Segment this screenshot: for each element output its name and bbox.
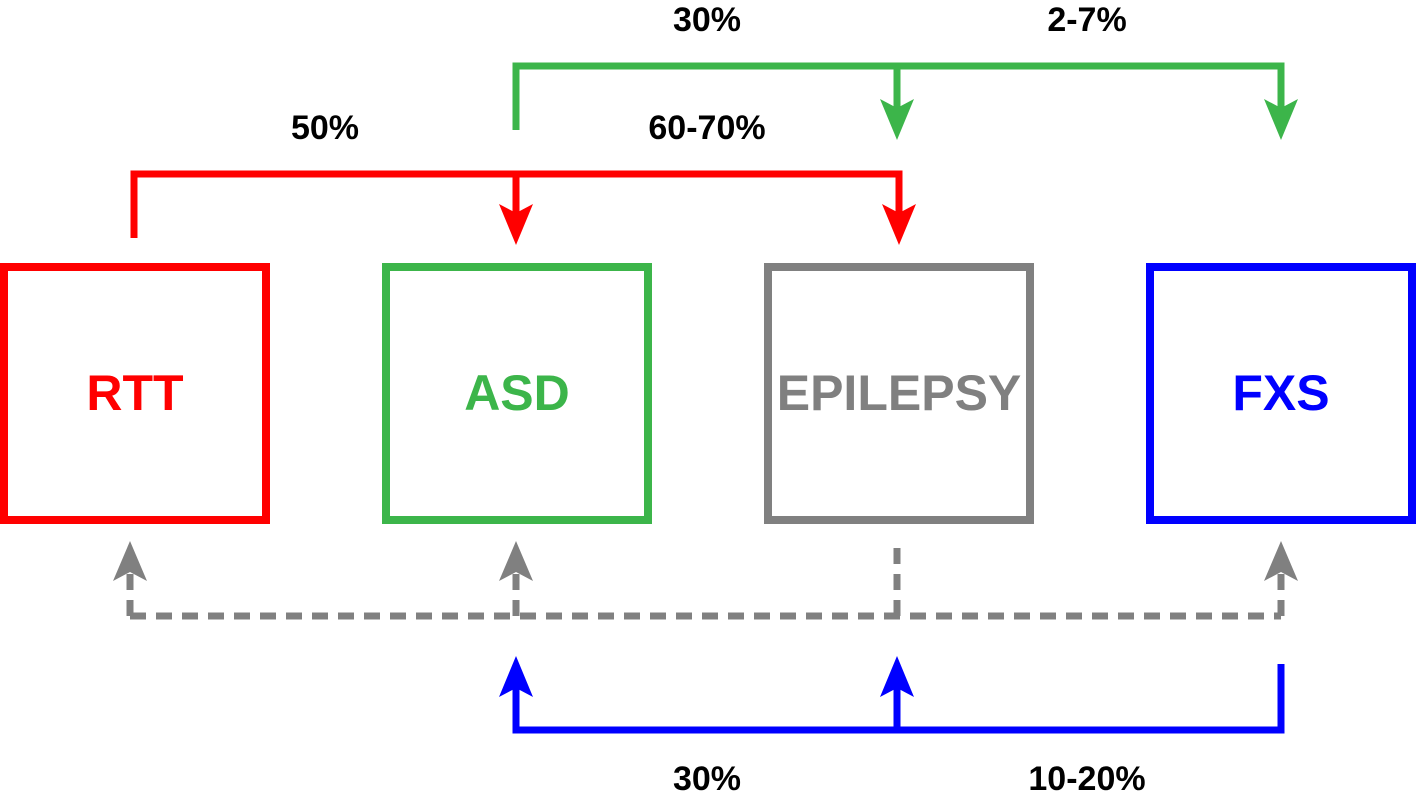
fxs-connector — [499, 656, 1285, 734]
asd-to-fxs-arrowhead — [1264, 99, 1298, 140]
epilepsy-to-fxs-arrowhead — [1264, 541, 1298, 581]
rtt-to-epilepsy-arrowhead — [882, 204, 916, 245]
fxs-to-epilepsy-arrowhead — [880, 656, 914, 697]
fxs-box[interactable]: FXS — [1146, 263, 1416, 524]
epilepsy-box[interactable]: EPILEPSY — [764, 263, 1034, 524]
epilepsy-to-rtt-arrowhead — [113, 541, 147, 581]
asd-connector — [512, 62, 1298, 140]
rtt-to-asd-arrowhead — [499, 204, 533, 245]
fxs-to-asd-arrowhead — [499, 656, 533, 697]
rtt-to-epilepsy-percent: 60-70% — [648, 109, 765, 147]
epilepsy-label: EPILEPSY — [777, 365, 1022, 421]
fxs-to-asd-percent: 30% — [673, 760, 741, 794]
asd-to-epilepsy-percent: 30% — [673, 1, 741, 39]
asd-label: ASD — [464, 365, 570, 421]
fxs-label: FXS — [1232, 365, 1329, 421]
rtt-to-asd-percent: 50% — [291, 109, 359, 147]
epilepsy-to-asd-arrowhead — [499, 541, 533, 581]
fxs-to-epilepsy-percent: 10-20% — [1028, 760, 1145, 794]
asd-to-epilepsy-arrowhead — [880, 99, 914, 140]
asd-box[interactable]: ASD — [382, 263, 652, 524]
rtt-label: RTT — [86, 365, 183, 421]
rtt-connector — [130, 170, 916, 245]
asd-to-fxs-percent: 2-7% — [1047, 1, 1126, 39]
rtt-box[interactable]: RTT — [0, 263, 270, 524]
epilepsy-connector — [113, 541, 1298, 620]
